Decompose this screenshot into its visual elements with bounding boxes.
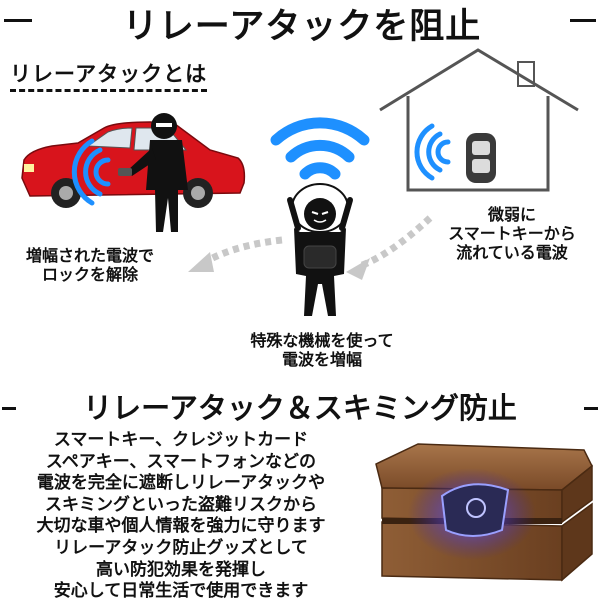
shield-box-icon: [375, 443, 593, 582]
page-title-bar: リレーアタックを阻止: [0, 0, 600, 47]
weak-signal-line1: 微弱に: [487, 205, 536, 224]
amplify-label: 特殊な機械を使って 電波を増幅: [226, 331, 418, 369]
subtitle: リレーアタックとは: [10, 58, 208, 92]
page-title: リレーアタックを阻止: [122, 7, 482, 47]
description-line: 安心して日常生活で使用できます: [53, 581, 309, 602]
unlock-label-line1: 増幅された電波で: [25, 246, 154, 265]
thief-icon: [118, 113, 188, 232]
description-line: 大切な車や個人情報を強力に守ります: [36, 516, 326, 537]
house-icon: [379, 48, 579, 192]
description-line: スマートキー、クレジットカード: [53, 430, 309, 450]
relay-attack-illustration: [21, 48, 579, 316]
description-line: 高い防犯効果を発揮し: [96, 559, 266, 580]
car-icon: [21, 121, 246, 208]
section-title: リレーアタック＆スキミング防止: [83, 391, 517, 425]
amplify-label-line2: 電波を増幅: [281, 350, 362, 369]
description-line: スペアキー、スマートフォンなどの: [45, 451, 317, 472]
smart-key-icon: [466, 133, 496, 183]
person-icon: [287, 183, 353, 316]
description-line: スキミングといった盗難リスクから: [45, 494, 317, 515]
description: スマートキー、クレジットカード スペアキー、スマートフォンなどの 電波を完全に遮…: [0, 430, 362, 603]
amplify-label-line1: 特殊な機械を使って: [250, 331, 394, 350]
weak-signal-line3: 流れている電波: [456, 243, 568, 262]
wifi-icon: [270, 117, 370, 180]
title-rule-left: [4, 19, 32, 22]
section-rule-right: [584, 407, 598, 410]
wifi-icon: [414, 123, 451, 181]
title-rule-right: [570, 19, 596, 22]
unlock-label: 増幅された電波で ロックを解除: [2, 246, 178, 284]
smart-key-icon: [440, 483, 510, 537]
unlock-label-line2: ロックを解除: [41, 265, 138, 284]
weak-signal-line2: スマートキーから: [448, 224, 576, 243]
wifi-icon: [71, 138, 111, 206]
section-rule-left: [2, 407, 16, 410]
description-line: 電波を完全に遮断しリレーアタックや: [36, 473, 326, 494]
section-title-bar: リレーアタック＆スキミング防止: [0, 385, 600, 429]
weak-signal-label: 微弱に スマートキーから 流れている電波: [428, 205, 596, 262]
arrow-head-right: [346, 258, 370, 280]
description-line: リレーアタック防止グッズとして: [54, 537, 308, 558]
arrow-head-left: [188, 252, 214, 272]
